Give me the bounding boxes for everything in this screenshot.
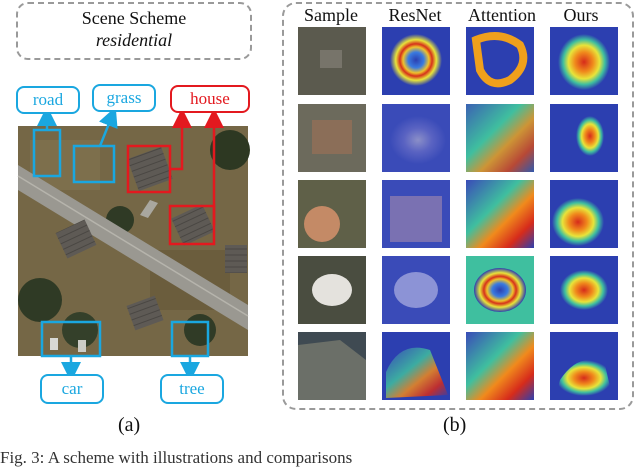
label-tree: tree (160, 374, 224, 404)
label-grass: grass (92, 84, 156, 112)
panel-a-caption: (a) (118, 414, 141, 436)
figure-caption: Fig. 3: A scheme with illustrations and … (0, 448, 353, 467)
row-1 (298, 27, 618, 95)
panel-b-caption: (b) (443, 414, 467, 436)
column-header-sample: Sample (304, 5, 358, 25)
grass-arrow (98, 106, 118, 147)
comparison-grid (298, 27, 618, 400)
scene-scheme-box: Scene Scheme residential (16, 2, 252, 60)
aerial-scene-figure (17, 106, 250, 382)
comparison-panel (282, 2, 634, 410)
scene-scheme-title: Scene Scheme (81, 8, 187, 28)
house-arrow-1 (170, 108, 192, 171)
attention-map-5 (466, 332, 534, 400)
aerial-image (17, 126, 250, 356)
label-road: road (16, 86, 80, 114)
row-5 (298, 332, 618, 400)
scene-scheme-value: residential (95, 30, 173, 50)
column-header-attention: Attention (468, 5, 536, 25)
column-header-ours: Ours (563, 5, 599, 25)
label-house: house (170, 85, 250, 113)
attention-map-3 (466, 180, 534, 248)
row-3 (298, 180, 618, 248)
label-car: car (40, 374, 104, 404)
row-2 (298, 104, 618, 172)
column-header-resnet: ResNet (388, 5, 442, 25)
grass-region-box (72, 144, 116, 184)
row-4 (298, 256, 618, 324)
